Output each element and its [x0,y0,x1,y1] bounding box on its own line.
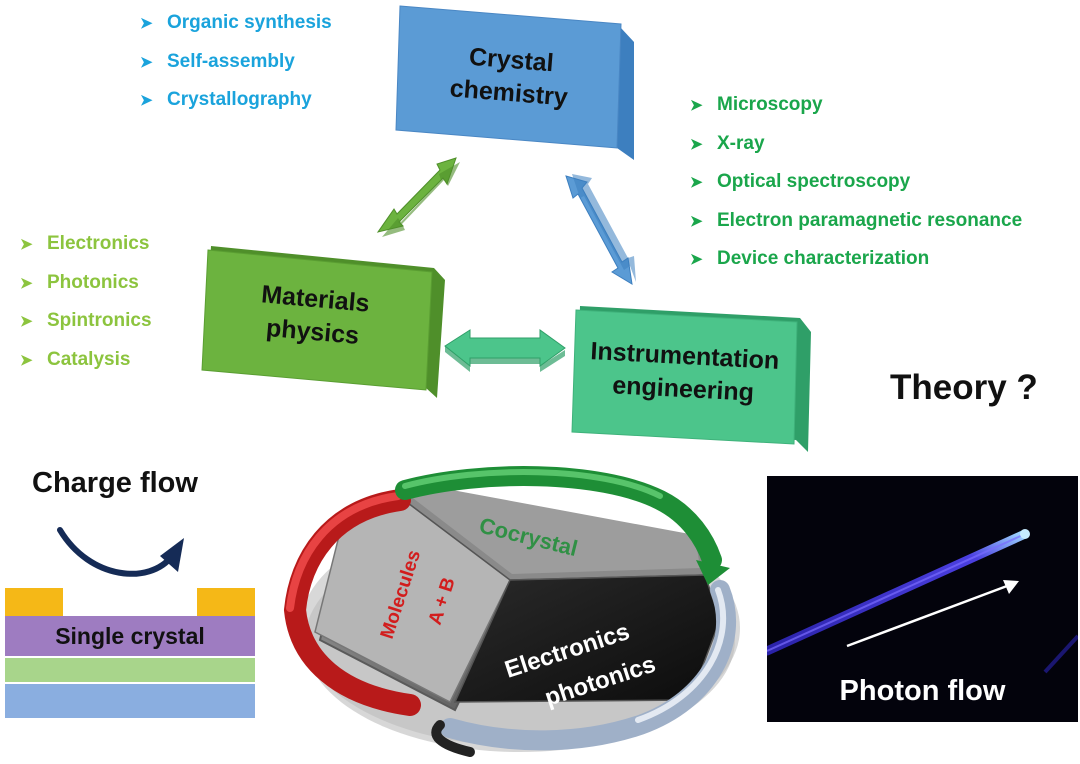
list-item: ➤Optical spectroscopy [690,163,1022,202]
list-item: ➤Electronics [20,225,152,264]
list-item: ➤Crystallography [140,81,332,120]
list-item: ➤Microscopy [690,86,1022,125]
cocrystal-wheel [283,466,740,757]
arrow-bullet-icon: ➤ [140,15,153,32]
arrow-crystal-instrumentation [565,174,636,285]
list-item: ➤Spintronics [20,302,152,341]
arrow-bullet-icon: ➤ [20,274,33,292]
photon-flow-panel: Photon flow [767,476,1078,722]
single-crystal-device [5,588,255,718]
arrow-bullet-icon: ➤ [140,92,153,109]
photon-flow-graphic [767,529,1078,674]
arrow-bullet-icon: ➤ [690,135,703,153]
arrow-bullet-icon: ➤ [20,351,33,369]
arrow-crystal-materials [376,157,460,237]
list-item: ➤Catalysis [20,341,152,380]
crystal-chemistry-box [395,5,634,160]
materials-physics-box [201,246,445,398]
list-item: ➤Electron paramagnetic resonance [690,202,1022,241]
arrow-bullet-icon: ➤ [20,313,33,330]
theory-label: Theory ? [890,368,1038,407]
single-crystal-label: Single crystal [55,623,205,649]
arrow-bullet-icon: ➤ [690,97,703,114]
crystal-chemistry-list: ➤Organic synthesis ➤Self-assembly ➤Cryst… [140,4,332,120]
arrow-bullet-icon: ➤ [20,236,33,253]
arrow-bullet-icon: ➤ [690,212,703,230]
arrow-materials-instrumentation [444,329,566,372]
arrow-bullet-icon: ➤ [140,53,153,71]
list-item: ➤Photonics [20,264,152,303]
arrow-bullet-icon: ➤ [690,251,703,268]
charge-flow-arrow [57,527,184,577]
instrumentation-engineering-label: Instrumentation engineering [572,334,795,411]
arrow-bullet-icon: ➤ [690,174,703,191]
photon-flow-label: Photon flow [839,675,1006,707]
instrumentation-engineering-box [571,306,811,452]
materials-physics-list: ➤Electronics ➤Photonics ➤Spintronics ➤Ca… [20,225,152,379]
list-item: ➤X-ray [690,125,1022,164]
list-item: ➤Device characterization [690,240,1022,279]
list-item: ➤Self-assembly [140,43,332,82]
charge-flow-label: Charge flow [32,467,198,499]
instrumentation-list: ➤Microscopy ➤X-ray ➤Optical spectroscopy… [690,86,1022,279]
list-item: ➤Organic synthesis [140,4,332,43]
